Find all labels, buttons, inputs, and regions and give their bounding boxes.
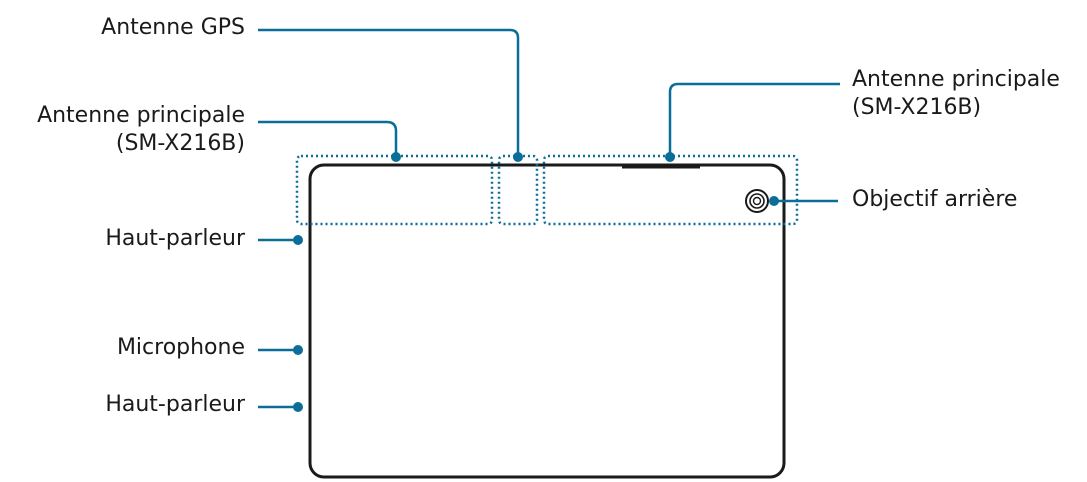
label-antenne-principale-left-line2: (SM-X216B)	[115, 131, 245, 156]
label-antenne-principale-right: Antenne principale (SM-X216B)	[852, 66, 1060, 122]
leader-dots	[293, 152, 779, 412]
antenna-zone-right	[542, 154, 799, 226]
label-microphone: Microphone	[116, 335, 245, 360]
label-antenne-principale-left-line1: Antenne principale	[37, 103, 245, 128]
label-antenne-principale-left: Antenne principale (SM-X216B)	[37, 102, 245, 158]
rear-camera-lens-icon	[745, 189, 769, 213]
label-haut-parleur-top: Haut-parleur	[105, 226, 245, 251]
tablet-outline	[308, 163, 786, 479]
dot-haut-parleur-top	[293, 235, 303, 245]
leader-lines	[258, 28, 840, 409]
label-antenne-principale-right-line1: Antenne principale	[852, 67, 1060, 92]
label-antenne-gps: Antenne GPS	[101, 15, 245, 40]
dot-microphone	[293, 345, 303, 355]
label-haut-parleur-bottom: Haut-parleur	[105, 392, 245, 417]
leader-antenne-principale-left	[258, 120, 398, 157]
label-objectif-arriere: Objectif arrière	[852, 187, 1018, 212]
dot-antenne-gps	[513, 152, 523, 162]
dot-objectif-arriere	[769, 196, 779, 206]
dot-antenne-principale-right	[665, 152, 675, 162]
dot-antenne-principale-left	[391, 152, 401, 162]
dot-haut-parleur-bottom	[293, 402, 303, 412]
label-antenne-principale-right-line2: (SM-X216B)	[852, 95, 982, 120]
leader-antenne-gps	[258, 28, 520, 157]
leader-antenne-principale-right	[668, 82, 840, 157]
